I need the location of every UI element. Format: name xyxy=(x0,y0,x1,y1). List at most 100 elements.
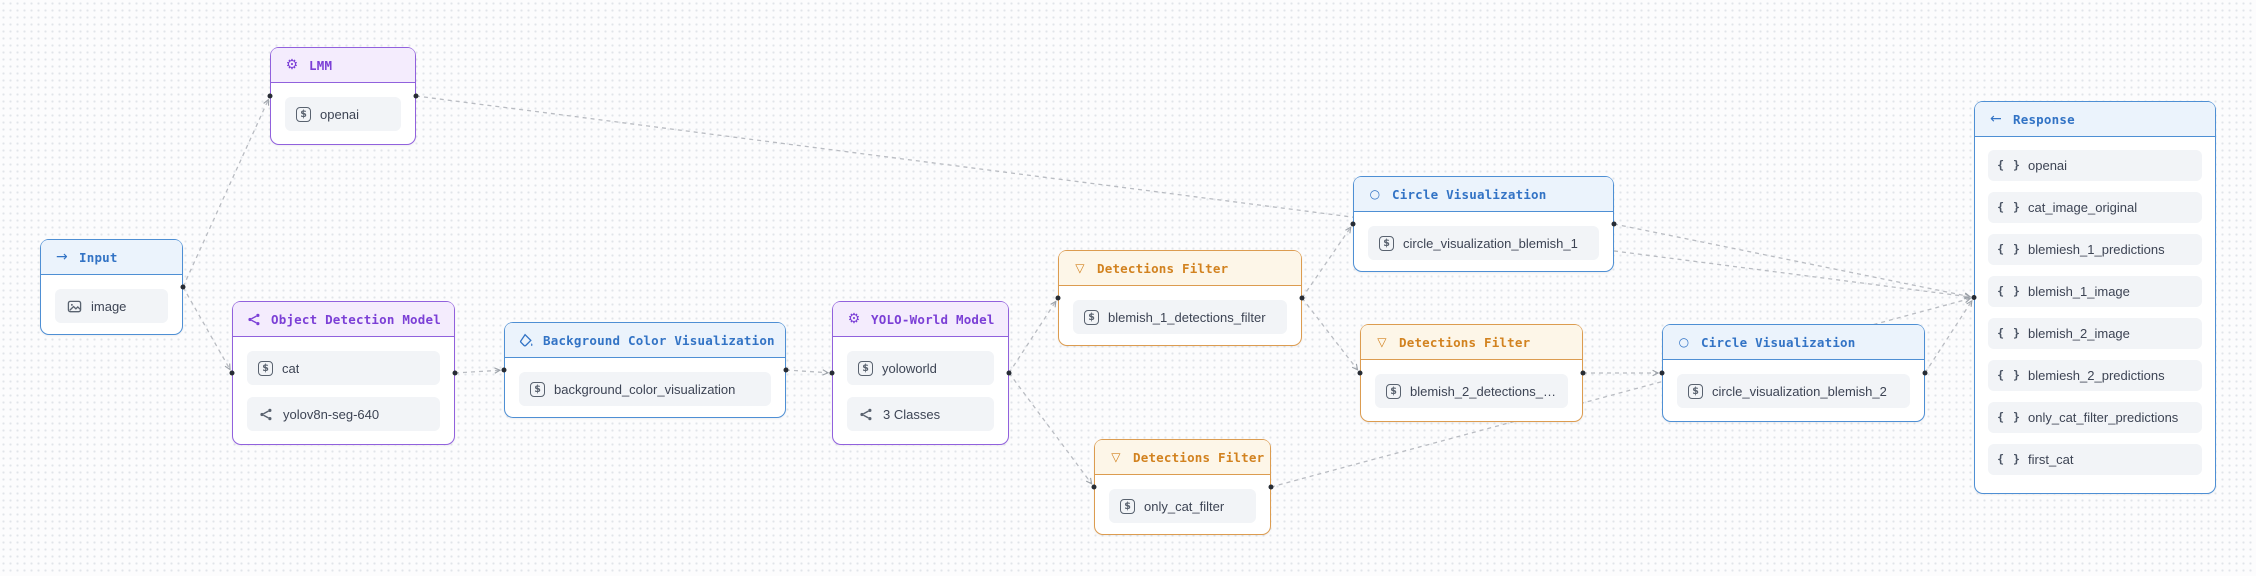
dollar-box-icon: $ xyxy=(858,360,873,376)
wire-bcv-to-yolo xyxy=(785,369,830,376)
node-input[interactable]: → Input image xyxy=(40,239,183,335)
network-icon xyxy=(858,406,874,422)
node-header: ○Circle Visualization xyxy=(1354,177,1613,212)
gear-icon: ⚙ xyxy=(847,311,861,327)
node-body: $blemish_1_detections_filter xyxy=(1059,286,1301,345)
node-cviz2[interactable]: ○ Circle Visualization $ circle_visualizati… xyxy=(1662,324,1925,422)
node-item[interactable]: { } blemiesh_1_predictions xyxy=(1988,234,2202,265)
node-header: ▽ Detections Filter xyxy=(1095,440,1270,475)
node-title: Background Color Visualization xyxy=(543,332,775,348)
arrow-left-icon: ← xyxy=(1990,111,2002,127)
funnel-icon: ▽ xyxy=(1377,335,1387,349)
node-filter3[interactable]: ▽ Detections Filter $only_cat_filter xyxy=(1094,439,1271,535)
item-label: only_cat_filter_predictions xyxy=(2028,410,2179,425)
node-title: LMM xyxy=(309,57,333,73)
arrow-right-icon: → xyxy=(56,249,68,265)
funnel-icon: ▽ xyxy=(1111,450,1121,464)
item-label: yolov8n-seg-640 xyxy=(283,406,380,422)
item-label: image xyxy=(91,298,127,314)
item-label: blemish_2_image xyxy=(2028,326,2130,341)
node-item[interactable]: { }blemish_1_image xyxy=(1988,276,2202,307)
node-yolo[interactable]: ⚙ YOLO-World Model $ yoloworld 3 Classes xyxy=(832,301,1009,445)
node-item[interactable]: { }first_cat xyxy=(1988,444,2202,475)
wire-cviz2-to-response xyxy=(1924,299,1973,374)
node-header: Background Color Visualization xyxy=(505,323,785,358)
node-response[interactable]: ←Response{ }openai{ }cat_image_original{… xyxy=(1974,101,2216,494)
node-body: $ openai xyxy=(271,83,415,144)
node-header: ○ Circle Visualization xyxy=(1663,325,1924,360)
node-item[interactable]: $blemish_1_detections_filter xyxy=(1073,300,1287,334)
node-title: Detections Filter xyxy=(1399,334,1531,350)
wire-yolo-to-filter3 xyxy=(1008,372,1093,485)
node-item[interactable]: image xyxy=(55,289,168,323)
node-body: $only_cat_filter xyxy=(1095,475,1270,534)
curly-braces-icon: { } xyxy=(1997,157,2021,172)
item-label: openai xyxy=(320,106,360,122)
node-body: $circle_visualization_blemish_1 xyxy=(1354,212,1613,271)
node-item[interactable]: { }blemish_2_image xyxy=(1988,318,2202,349)
node-item[interactable]: $ circle_visualization_blemish_2 xyxy=(1677,374,1910,408)
node-item[interactable]: yolov8n-seg-640 xyxy=(247,397,440,431)
node-title: Circle Visualization xyxy=(1701,334,1856,350)
image-icon xyxy=(66,298,82,314)
node-item[interactable]: $ yoloworld xyxy=(847,351,994,385)
node-body: image xyxy=(41,275,182,334)
gear-icon: ⚙ xyxy=(285,57,299,73)
wire-input-to-lmm xyxy=(182,98,270,288)
node-item[interactable]: $only_cat_filter xyxy=(1109,489,1256,523)
dollar-box-icon: $ xyxy=(296,106,311,122)
funnel-icon: ▽ xyxy=(1075,261,1085,275)
node-item[interactable]: $background_color_visualization xyxy=(519,372,771,406)
wire-yolo-to-filter1 xyxy=(1008,300,1057,374)
node-item[interactable]: $ openai xyxy=(285,97,401,131)
node-header: ▽ Detections Filter xyxy=(1059,251,1301,286)
node-filter1[interactable]: ▽ Detections Filter $blemish_1_detections_… xyxy=(1058,250,1302,346)
dollar-box-icon: $ xyxy=(1688,383,1703,399)
node-filter2[interactable]: ▽ Detections Filter $blemish_2_detections_… xyxy=(1360,324,1583,422)
node-body: { }openai{ }cat_image_original{ }blemies… xyxy=(1975,137,2215,493)
node-odm[interactable]: Object Detection Model $cat yolov8n-seg-64… xyxy=(232,301,455,445)
curly-braces-icon: { } xyxy=(1997,241,2021,256)
dollar-box-icon: $ xyxy=(1084,309,1099,325)
node-item[interactable]: $blemish_2_detections_filter xyxy=(1375,374,1568,408)
item-label: cat_image_original xyxy=(2028,200,2138,215)
item-label: yoloworld xyxy=(882,360,937,376)
paint-bucket-icon xyxy=(518,332,534,348)
node-item[interactable]: $circle_visualization_blemish_1 xyxy=(1368,226,1599,260)
node-cviz1[interactable]: ○Circle Visualization $circle_visualizati… xyxy=(1353,176,1614,272)
node-item[interactable]: $cat xyxy=(247,351,440,385)
node-lmm[interactable]: ⚙ LMM $ openai xyxy=(270,47,416,145)
node-title: Input xyxy=(79,249,118,265)
node-header: → Input xyxy=(41,240,182,275)
node-item[interactable]: { }only_cat_filter_predictions xyxy=(1988,402,2202,433)
node-header: ▽ Detections Filter xyxy=(1361,325,1582,360)
node-body: $cat yolov8n-seg-640 xyxy=(233,337,454,444)
node-body: $ yoloworld 3 Classes xyxy=(833,337,1008,444)
node-title: YOLO-World Model xyxy=(871,311,995,327)
node-bcv[interactable]: Background Color Visualization $backgroun… xyxy=(504,322,786,418)
item-label: background_color_visualization xyxy=(554,381,736,397)
dollar-box-icon: $ xyxy=(1386,383,1401,399)
node-title: Object Detection Model xyxy=(271,311,441,327)
node-title: Detections Filter xyxy=(1097,260,1229,276)
curly-braces-icon: { } xyxy=(1997,283,2021,298)
node-title: Detections Filter xyxy=(1133,449,1265,465)
node-item[interactable]: { }cat_image_original xyxy=(1988,192,2202,223)
item-label: circle_visualization_blemish_2 xyxy=(1712,383,1887,399)
node-item[interactable]: { }blemiesh_2_predictions xyxy=(1988,360,2202,391)
node-item[interactable]: { }openai xyxy=(1988,150,2202,181)
circle-icon: ○ xyxy=(1678,335,1690,349)
curly-braces-icon: { } xyxy=(1997,451,2021,466)
node-title: Response xyxy=(2013,111,2075,127)
dollar-box-icon: $ xyxy=(1379,235,1394,251)
node-item[interactable]: 3 Classes xyxy=(847,397,994,431)
dollar-box-icon: $ xyxy=(1120,498,1135,514)
item-label: blemiesh_2_predictions xyxy=(2028,368,2165,383)
network-icon xyxy=(246,311,262,327)
item-label: blemiesh_1_predictions xyxy=(2028,242,2165,257)
node-body: $blemish_2_detections_filter xyxy=(1361,360,1582,421)
wire-filter1-to-filter2 xyxy=(1301,297,1359,371)
node-header: ⚙ LMM xyxy=(271,48,415,83)
